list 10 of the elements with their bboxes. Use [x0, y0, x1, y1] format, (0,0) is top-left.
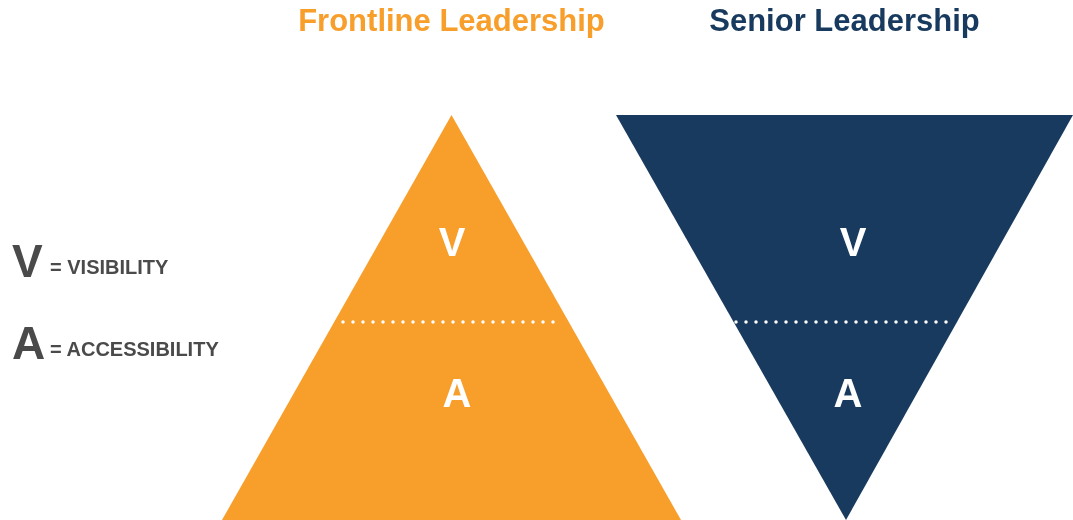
- section-letter: A: [427, 371, 487, 415]
- section-letter: V: [823, 220, 883, 264]
- column-heading: Senior Leadership: [708, 2, 981, 40]
- legend-definition: = ACCESSIBILITY: [50, 337, 219, 361]
- section-letter: A: [818, 371, 878, 415]
- legend-letter: V: [12, 236, 43, 286]
- section-letter: V: [422, 220, 482, 264]
- column-heading: Frontline Leadership: [297, 2, 606, 40]
- legend-definition: = VISIBILITY: [50, 255, 169, 279]
- legend-letter: A: [12, 318, 46, 368]
